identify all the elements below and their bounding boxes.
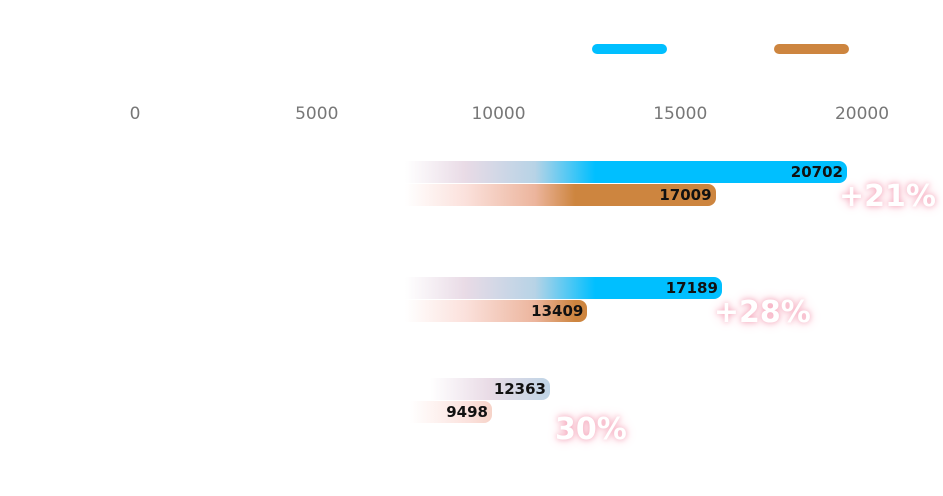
growth-annotation: +21%: [838, 179, 936, 214]
x-tick-label: 10000: [471, 104, 526, 124]
x-tick-label: 5000: [295, 104, 339, 124]
bar-series-0-group-2: 12363: [430, 378, 550, 400]
x-tick-label: 0: [129, 104, 141, 124]
bar-series-1-group-2: 9498: [410, 401, 492, 423]
bar-series-0-group-0: 20702: [405, 161, 847, 183]
bar-series-1-group-1: 13409: [405, 300, 588, 322]
growth-annotation: 30%: [555, 412, 627, 447]
growth-annotation: +28%: [713, 295, 811, 330]
legend-swatch-0[interactable]: [592, 44, 667, 54]
bar-series-0-group-1: 17189: [405, 277, 722, 299]
bar-series-1-group-0: 17009: [405, 184, 716, 206]
legend-swatch-1[interactable]: [774, 44, 849, 54]
x-tick-label: 15000: [653, 104, 708, 124]
x-tick-label: 20000: [834, 104, 890, 124]
